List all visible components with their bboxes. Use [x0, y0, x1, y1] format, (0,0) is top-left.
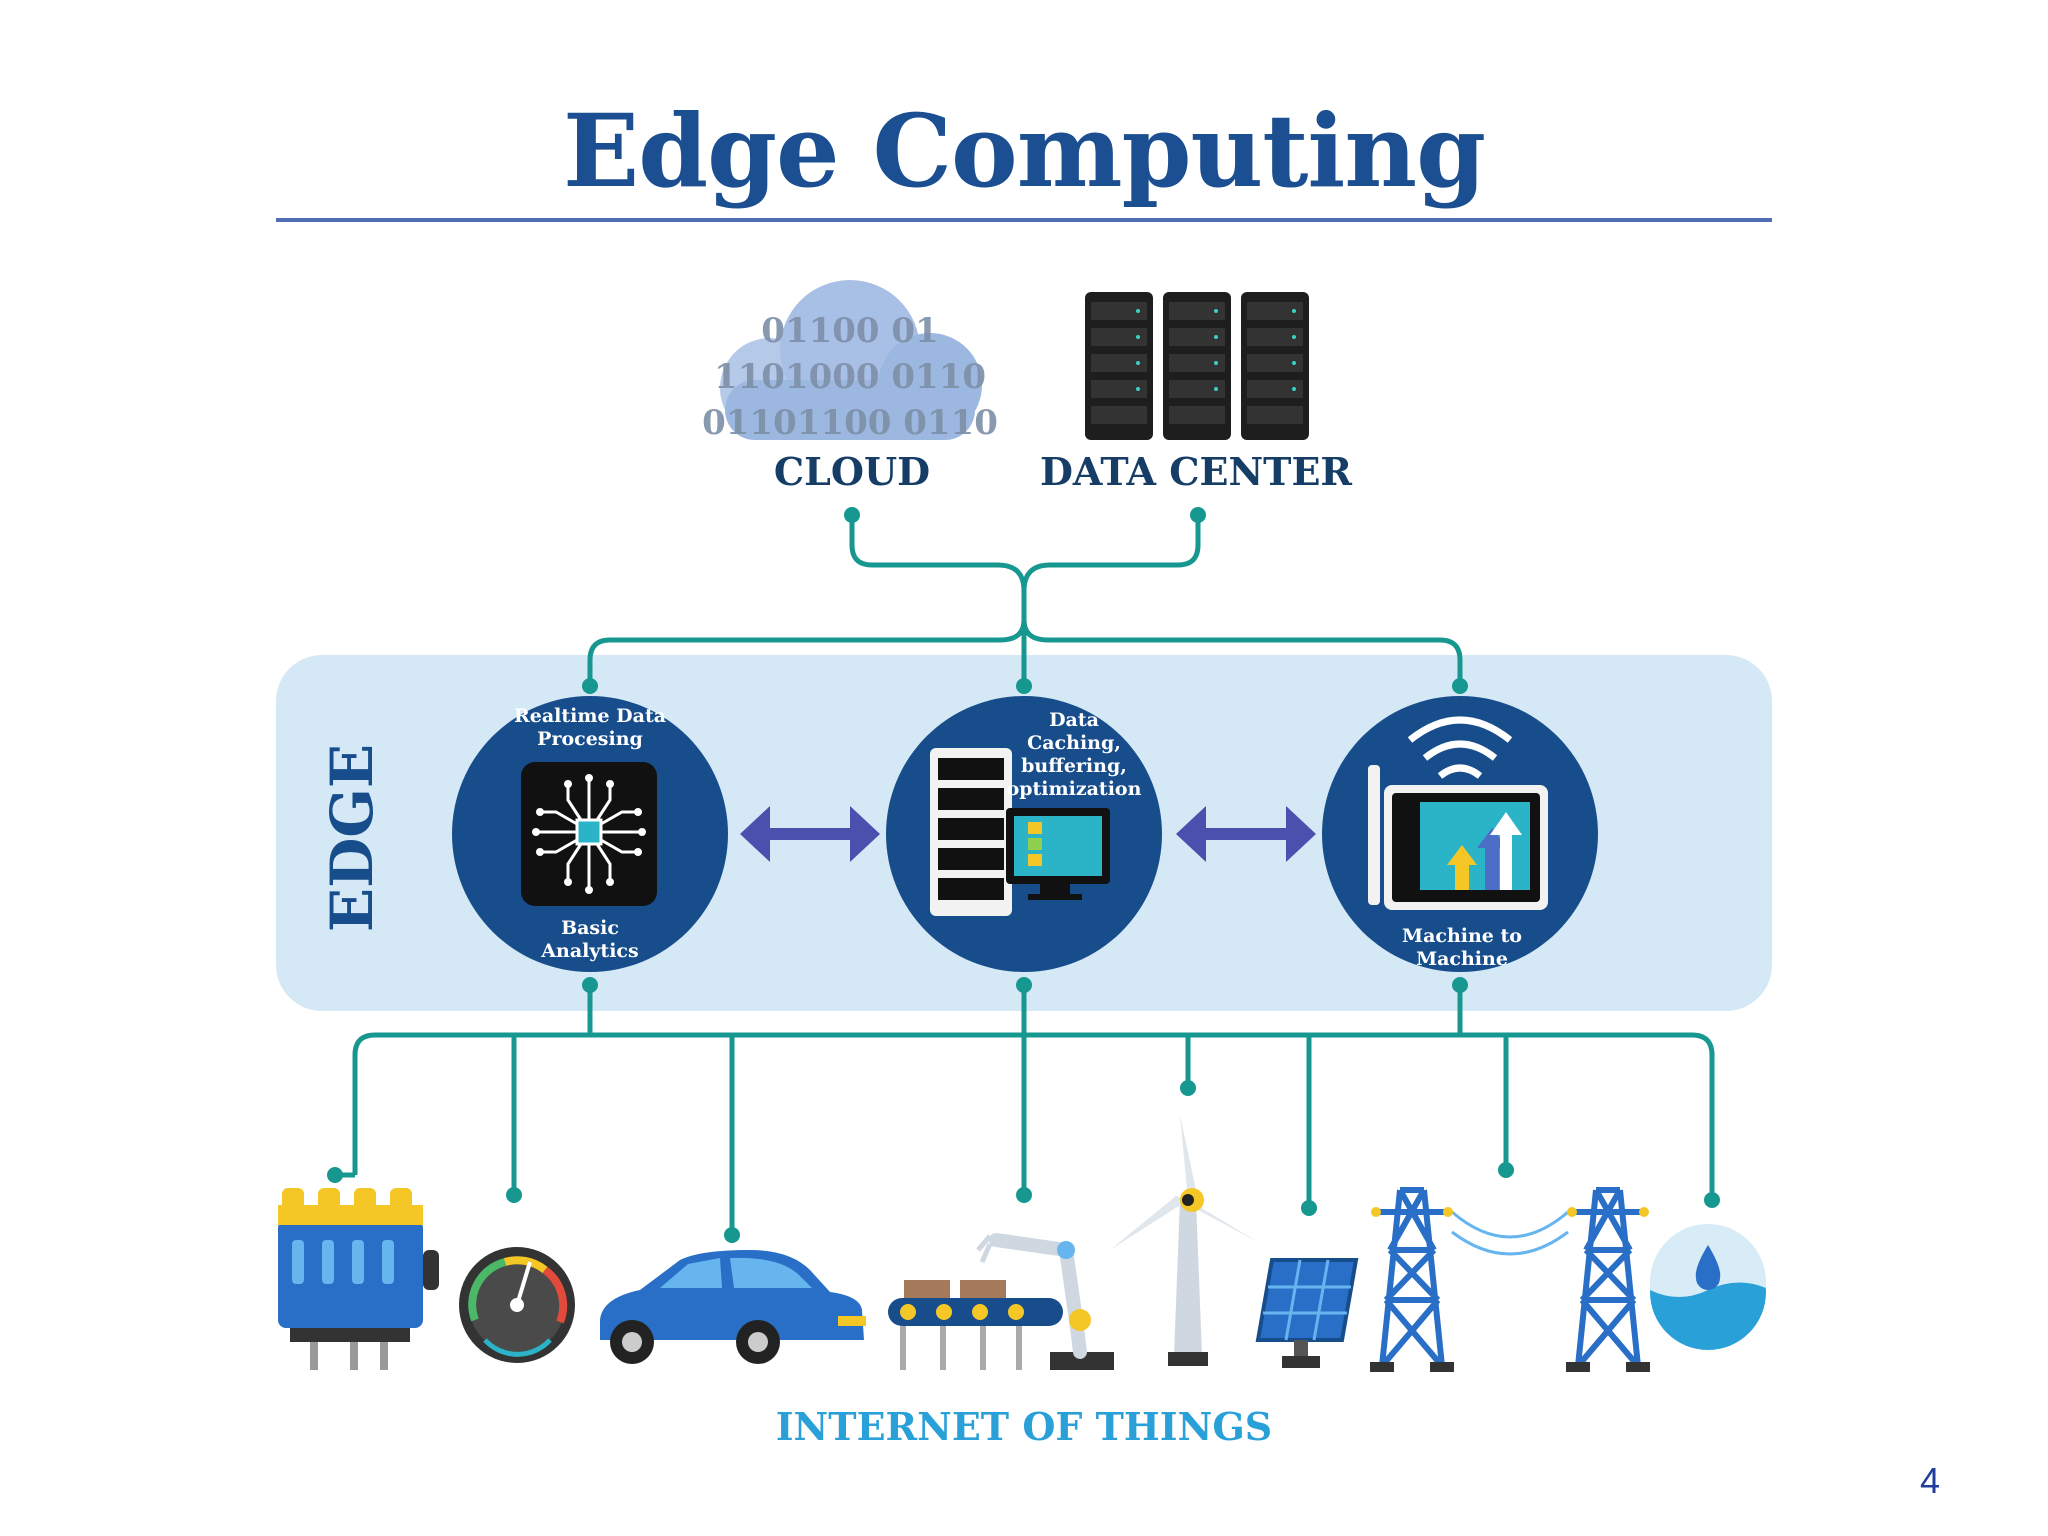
title-divider [276, 218, 1772, 222]
server-monitor-icon [930, 748, 1110, 916]
data-center-label: DATA CENTER [1040, 449, 1352, 494]
cloud-binary-3: 01101100 0110 [702, 403, 998, 443]
page-title: Edge Computing [562, 92, 1486, 210]
edge-label: EDGE [318, 744, 386, 932]
cloud-label: CLOUD [774, 449, 930, 494]
engine-icon [278, 1188, 439, 1370]
edge-node-realtime-processing: Realtime Data Procesing Basic [452, 696, 728, 972]
cloud-binary-2: 1101000 0110 [714, 357, 986, 397]
edge-node-data-caching: Data Caching, buffering, optimization [886, 696, 1162, 972]
node1-bottom-line1: Basic [561, 917, 619, 939]
node3-bottom-line2: Machine [1416, 948, 1508, 970]
power-towers-icon [1372, 1187, 1648, 1368]
node3-bottom-line1: Machine to [1402, 925, 1522, 947]
node2-line4: optimization [1007, 778, 1142, 800]
cloud-icon: 01100 01 1101000 0110 01101100 0110 [702, 280, 998, 443]
page-number: 4 [1920, 1460, 1941, 1501]
node2-line3: buffering, [1021, 755, 1127, 777]
connector-lines [352, 515, 1715, 1235]
robot-arm-conveyor-icon [888, 1233, 1114, 1370]
wind-turbine-icon [1110, 1115, 1258, 1366]
wireless-tablet-icon [1368, 716, 1548, 910]
cpu-chip-icon [521, 762, 657, 906]
cloud-binary-1: 01100 01 [761, 311, 938, 351]
iot-label: INTERNET OF THINGS [776, 1404, 1272, 1449]
node2-line1: Data [1049, 709, 1099, 731]
double-arrow-icon-1 [740, 806, 880, 862]
node1-bottom-line2: Analytics [540, 940, 638, 962]
edge-node-machine-to-machine: Machine to Machine [1322, 696, 1598, 972]
double-arrow-icon-2 [1176, 806, 1316, 862]
solar-panel-icon [1255, 1258, 1359, 1368]
node1-top-line1: Realtime Data [514, 705, 666, 727]
water-drop-icon [1650, 1224, 1766, 1350]
car-icon [600, 1250, 866, 1364]
data-center-server-racks-icon [1085, 292, 1309, 440]
node1-top-line2: Procesing [537, 728, 643, 750]
gauge-icon [459, 1247, 575, 1363]
node2-line2: Caching, [1027, 732, 1121, 754]
